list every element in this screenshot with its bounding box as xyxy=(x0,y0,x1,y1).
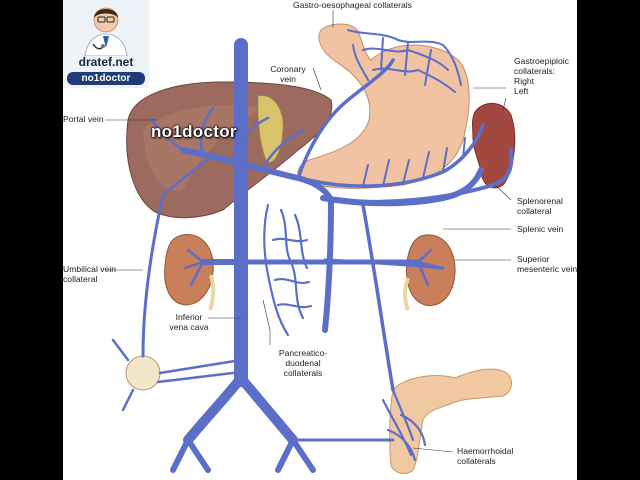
label-ivc-line1: Inferior xyxy=(175,312,203,322)
umbilical-vein-collateral xyxy=(141,193,165,358)
gastro-oesophageal-network xyxy=(347,29,462,93)
left-renal-branches xyxy=(183,248,205,287)
superior-mesenteric-vein xyxy=(322,197,334,333)
right-renal-branches xyxy=(416,248,443,287)
colon xyxy=(389,368,512,474)
diagram-panel: Gastro-oesophageal collaterals Coronary … xyxy=(63,0,577,480)
label-pancreatico-line2: duodenal xyxy=(285,358,321,368)
label-pancreatico-duodenal-collaterals: Pancreatico- duodenal collaterals xyxy=(268,348,338,378)
gastroepiploic-collateral xyxy=(306,123,485,188)
label-haemorrhoidal-line1: Haemorrhoidal xyxy=(457,446,514,456)
left-ureter xyxy=(208,274,216,311)
intrahepatic-branches xyxy=(149,106,305,197)
gallbladder xyxy=(257,95,284,163)
splenorenal-collateral xyxy=(329,148,514,204)
label-superior-mesenteric-vein: Superior mesenteric vein xyxy=(517,254,577,274)
label-superior-mesenteric-line1: Superior xyxy=(517,254,550,264)
leader-lines xyxy=(105,10,512,453)
label-coronary-vein: Coronary vein xyxy=(263,64,313,84)
logo-site-text: dratef.net xyxy=(78,55,134,69)
label-gastroepiploic-right: Right xyxy=(514,76,535,86)
label-gastro-oesophageal-collaterals: Gastro-oesophageal collaterals xyxy=(293,0,412,10)
label-gastroepiploic-line1: Gastroepiploic xyxy=(514,56,569,66)
label-umbilical-line2: collateral xyxy=(63,274,98,284)
haemorrhoidal-network xyxy=(381,388,427,462)
label-umbilical-vein-collateral: Umbilical vein collateral xyxy=(63,264,116,284)
left-kidney xyxy=(164,233,214,306)
liver-shading xyxy=(143,105,263,191)
gastric-branches xyxy=(362,137,466,187)
logo-brand-badge: no1doctor xyxy=(67,72,145,85)
label-pancreatico-line1: Pancreatico- xyxy=(278,348,328,358)
iliac-branches xyxy=(170,437,316,473)
label-splenic-vein: Splenic vein xyxy=(517,224,564,234)
doctor-avatar-icon xyxy=(63,0,149,57)
label-haemorrhoidal-collaterals: Haemorrhoidal collaterals xyxy=(457,446,513,466)
iliac-veins xyxy=(183,373,298,445)
portal-hypertension-collaterals-diagram xyxy=(105,10,516,474)
right-kidney xyxy=(406,234,456,306)
label-umbilical-line1: Umbilical vein xyxy=(63,264,117,274)
label-pancreatico-line3: collaterals xyxy=(283,368,323,378)
umbilicus xyxy=(125,355,161,391)
coronary-vein xyxy=(296,58,395,180)
label-inferior-vena-cava: Inferior vena cava xyxy=(159,312,219,332)
label-splenorenal-line2: collateral xyxy=(517,206,552,216)
label-superior-mesenteric-line2: mesenteric vein xyxy=(517,264,577,274)
label-splenorenal-collateral: Splenorenal collateral xyxy=(517,196,563,216)
label-ivc-line2: vena cava xyxy=(169,322,209,332)
umbilical-radiating-veins xyxy=(111,338,243,412)
label-coronary-line1: Coronary xyxy=(270,64,306,74)
label-gastroepiploic-collaterals: Gastroepiploic collaterals: Right Left xyxy=(514,56,569,96)
watermark-overlay-text: no1doctor xyxy=(151,122,237,141)
veins xyxy=(111,29,514,473)
pancreatico-duodenal-network xyxy=(263,203,313,337)
site-logo: dratef.net no1doctor xyxy=(63,0,149,88)
left-descending-collateral xyxy=(361,203,395,392)
label-gastroepiploic-left: Left xyxy=(514,86,529,96)
label-splenorenal-line1: Splenorenal xyxy=(517,196,563,206)
label-gastroepiploic-line2: collaterals: xyxy=(514,66,556,76)
label-haemorrhoidal-line2: collaterals xyxy=(457,456,496,466)
label-coronary-line2: vein xyxy=(280,74,296,84)
label-portal-vein: Portal vein xyxy=(63,114,104,124)
right-ureter xyxy=(403,277,410,311)
